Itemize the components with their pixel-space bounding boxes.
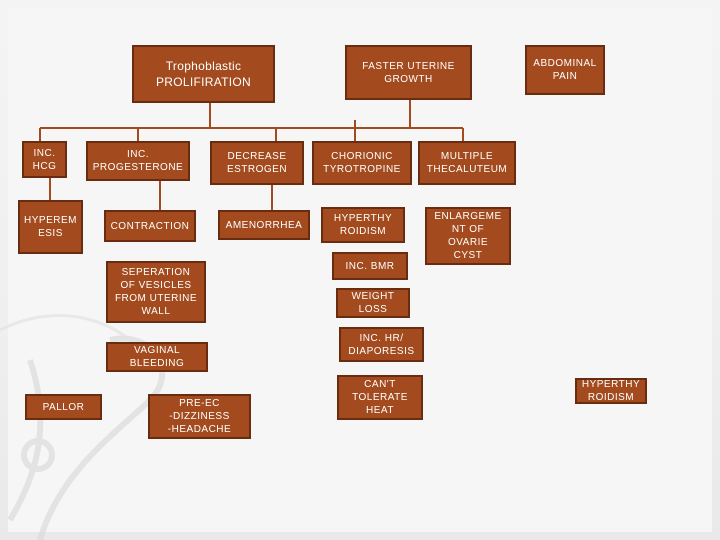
weight-loss-node: WEIGHT LOSS <box>336 288 410 318</box>
inc-hr-diaporesis-node: INC. HR/ DIAPORESIS <box>339 327 424 362</box>
enlargement-ovarie-cyst-node: ENLARGEME NT OF OVARIE CYST <box>425 207 511 265</box>
hyperemesis-node: HYPEREM ESIS <box>18 200 83 254</box>
decrease-estrogen-node: DECREASE ESTROGEN <box>210 141 304 185</box>
root-node: Trophoblastic PROLIFIRATION <box>132 45 275 103</box>
inc-hcg-node: INC. HCG <box>22 141 67 178</box>
cant-tolerate-heat-node: CAN'T TOLERATE HEAT <box>337 375 423 420</box>
inc-bmr-node: INC. BMR <box>332 252 408 280</box>
separation-of-vesicles-node: SEPERATION OF VESICLES FROM UTERINE WALL <box>106 261 206 323</box>
abdominal-pain-node: ABDOMINAL PAIN <box>525 45 605 95</box>
inc-progesterone-node: INC. PROGESTERONE <box>86 141 190 181</box>
pre-ec-dizziness-headache-node: PRE-EC -DIZZINESS -HEADACHE <box>148 394 251 439</box>
hyperthyroidism-right-node: HYPERTHY ROIDISM <box>575 378 647 404</box>
chorionic-tyrotropine-node: CHORIONIC TYROTROPINE <box>312 141 412 185</box>
vaginal-bleeding-node: VAGINAL BLEEDING <box>106 342 208 372</box>
hyperthyroidism-node: HYPERTHY ROIDISM <box>321 207 405 243</box>
amenorrhea-node: AMENORRHEA <box>218 210 310 240</box>
multiple-thecaluteum-node: MULTIPLE THECALUTEUM <box>418 141 516 185</box>
contraction-node: CONTRACTION <box>104 210 196 242</box>
pallor-node: PALLOR <box>25 394 102 420</box>
faster-uterine-growth-node: FASTER UTERINE GROWTH <box>345 45 472 100</box>
